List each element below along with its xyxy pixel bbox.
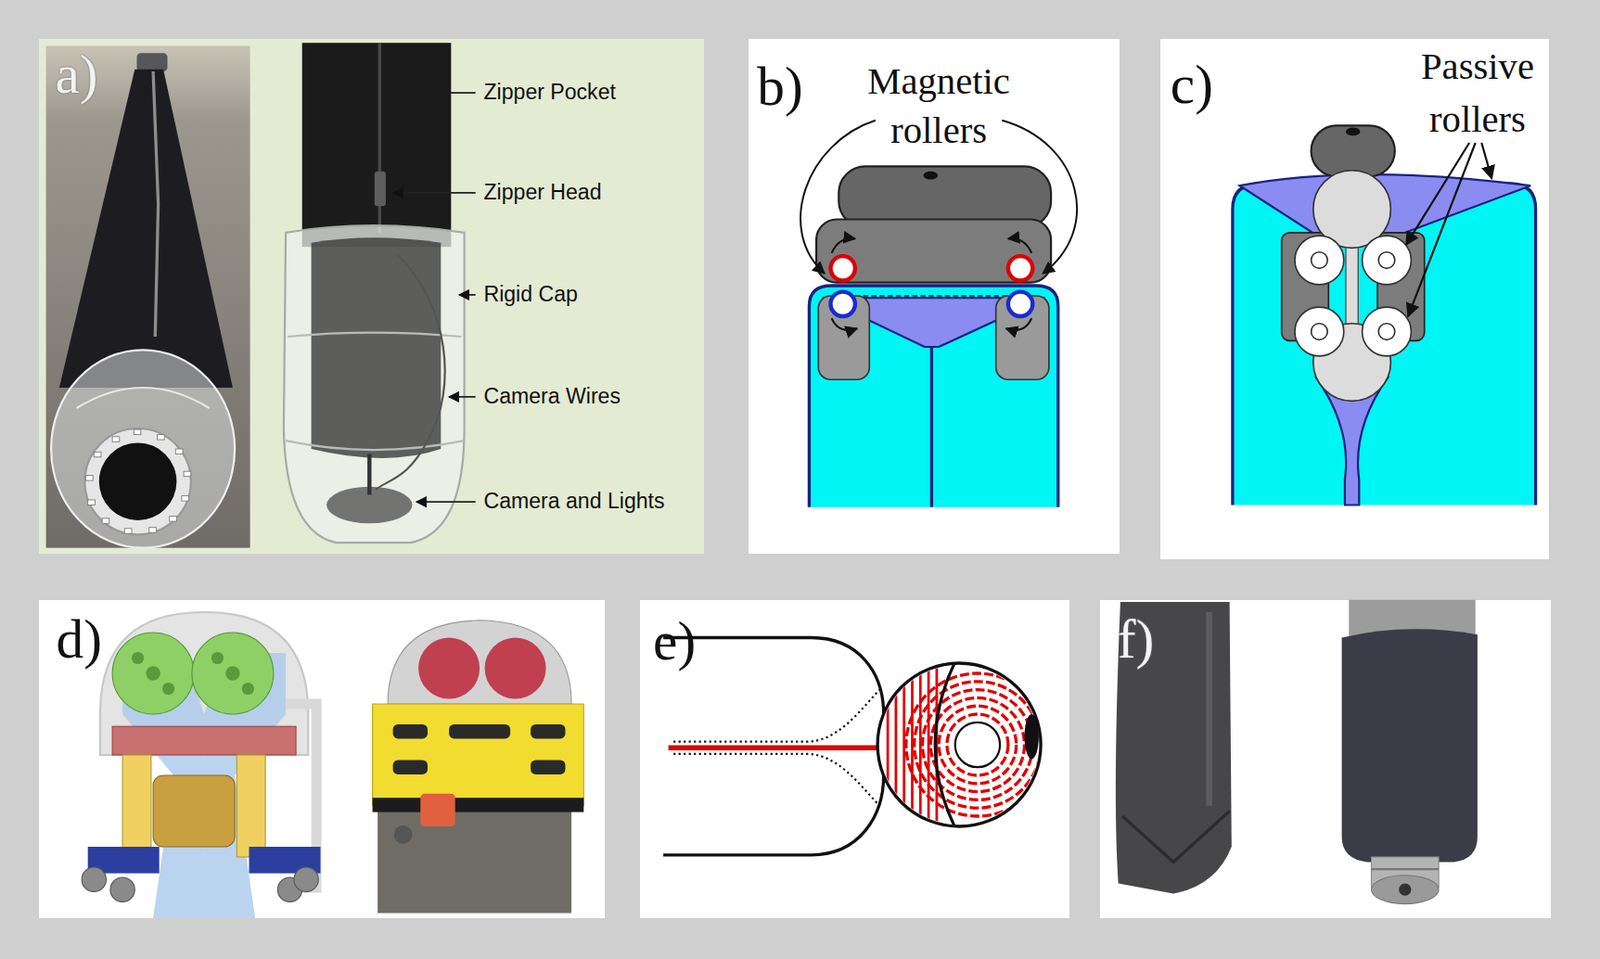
callout-label: Zipper Pocket xyxy=(483,79,615,106)
callout-label: Zipper Head xyxy=(483,179,602,206)
panel-label: f) xyxy=(1117,612,1155,667)
panel-label: c) xyxy=(1170,57,1214,113)
callout-label: Camera and Lights xyxy=(483,488,665,515)
panel-label: d) xyxy=(55,612,102,667)
roller-callout: Magnetic rollers xyxy=(836,56,1041,156)
figure-panel: f) xyxy=(1100,600,1551,919)
figure-panel: a) xyxy=(38,38,704,555)
roller-callout: Passive rollers xyxy=(1400,40,1554,147)
callout-label: Camera Wires xyxy=(483,384,621,410)
panel-label: e) xyxy=(652,614,696,669)
panel-label: a) xyxy=(54,47,98,103)
figure-panel: d) xyxy=(38,600,606,919)
figure-panel: e) xyxy=(640,600,1070,919)
callout-label: Rigid Cap xyxy=(483,281,577,308)
panel-label: b) xyxy=(756,59,803,115)
